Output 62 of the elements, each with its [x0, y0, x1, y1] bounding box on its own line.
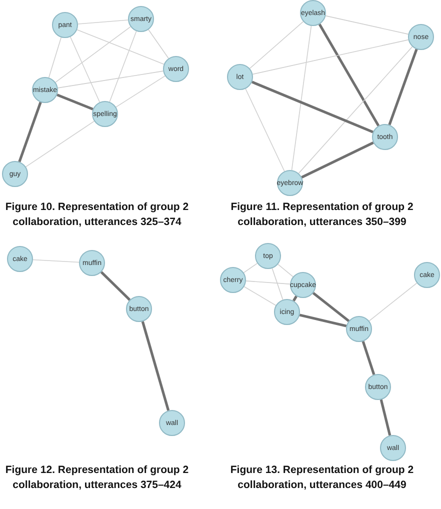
connection-line	[48, 37, 62, 78]
connection-line	[78, 20, 128, 24]
connection-line	[312, 292, 350, 322]
connection-line	[298, 46, 413, 174]
connection-line	[32, 259, 80, 263]
word-node	[79, 250, 105, 276]
connection-line	[299, 314, 347, 328]
connection-line	[25, 120, 95, 168]
word-node	[255, 243, 281, 269]
connection-line	[325, 15, 409, 35]
word-node	[128, 6, 154, 32]
figure-caption: Figure 12. Representation of group 2 collaboration, utterances 375–424	[4, 463, 190, 493]
word-node	[277, 170, 303, 196]
connection-line	[380, 399, 392, 436]
connection-line	[252, 80, 374, 134]
connection-line	[148, 29, 169, 59]
word-node	[408, 24, 434, 50]
word-node	[2, 161, 28, 187]
word-node	[290, 272, 316, 298]
connection-line	[249, 21, 304, 69]
word-node	[274, 299, 300, 325]
figure-caption: Figure 11. Representation of group 2 collaboration, utterances 350–399	[230, 200, 414, 230]
connection-line	[141, 321, 170, 411]
connection-line	[291, 25, 312, 171]
connection-line	[246, 280, 290, 284]
connection-line	[245, 88, 285, 172]
connection-line	[243, 262, 258, 274]
word-node	[227, 64, 253, 90]
word-node	[92, 101, 118, 127]
connection-line	[388, 48, 418, 126]
connection-line	[244, 286, 276, 306]
connection-line	[70, 36, 100, 103]
word-node	[7, 246, 33, 272]
connection-line	[57, 70, 164, 88]
connection-line	[109, 30, 137, 102]
connection-line	[272, 268, 284, 300]
connection-line	[278, 264, 294, 278]
connection-line	[368, 282, 418, 322]
figure-caption: Figure 10. Representation of group 2 collaboration, utterances 325–374	[4, 200, 190, 230]
connection-line	[76, 29, 164, 65]
word-node	[163, 56, 189, 82]
word-node	[346, 316, 372, 342]
connection-line	[252, 39, 409, 75]
word-node	[159, 410, 185, 436]
connection-line	[55, 26, 131, 83]
connection-line	[116, 76, 166, 108]
word-node	[126, 296, 152, 322]
word-node	[52, 12, 78, 38]
figure-caption: Figure 13. Representation of group 2 collaboration, utterances 400–449	[229, 463, 415, 493]
word-node	[300, 0, 326, 26]
connection-line	[18, 102, 42, 162]
word-node	[380, 435, 406, 461]
word-node	[372, 124, 398, 150]
word-node	[220, 267, 246, 293]
connection-line	[100, 271, 131, 301]
connection-line	[318, 24, 380, 126]
word-node	[365, 374, 391, 400]
connection-line	[362, 340, 376, 376]
connection-line	[301, 142, 374, 178]
word-node	[414, 262, 440, 288]
word-node	[32, 77, 58, 103]
connection-line	[56, 94, 94, 110]
